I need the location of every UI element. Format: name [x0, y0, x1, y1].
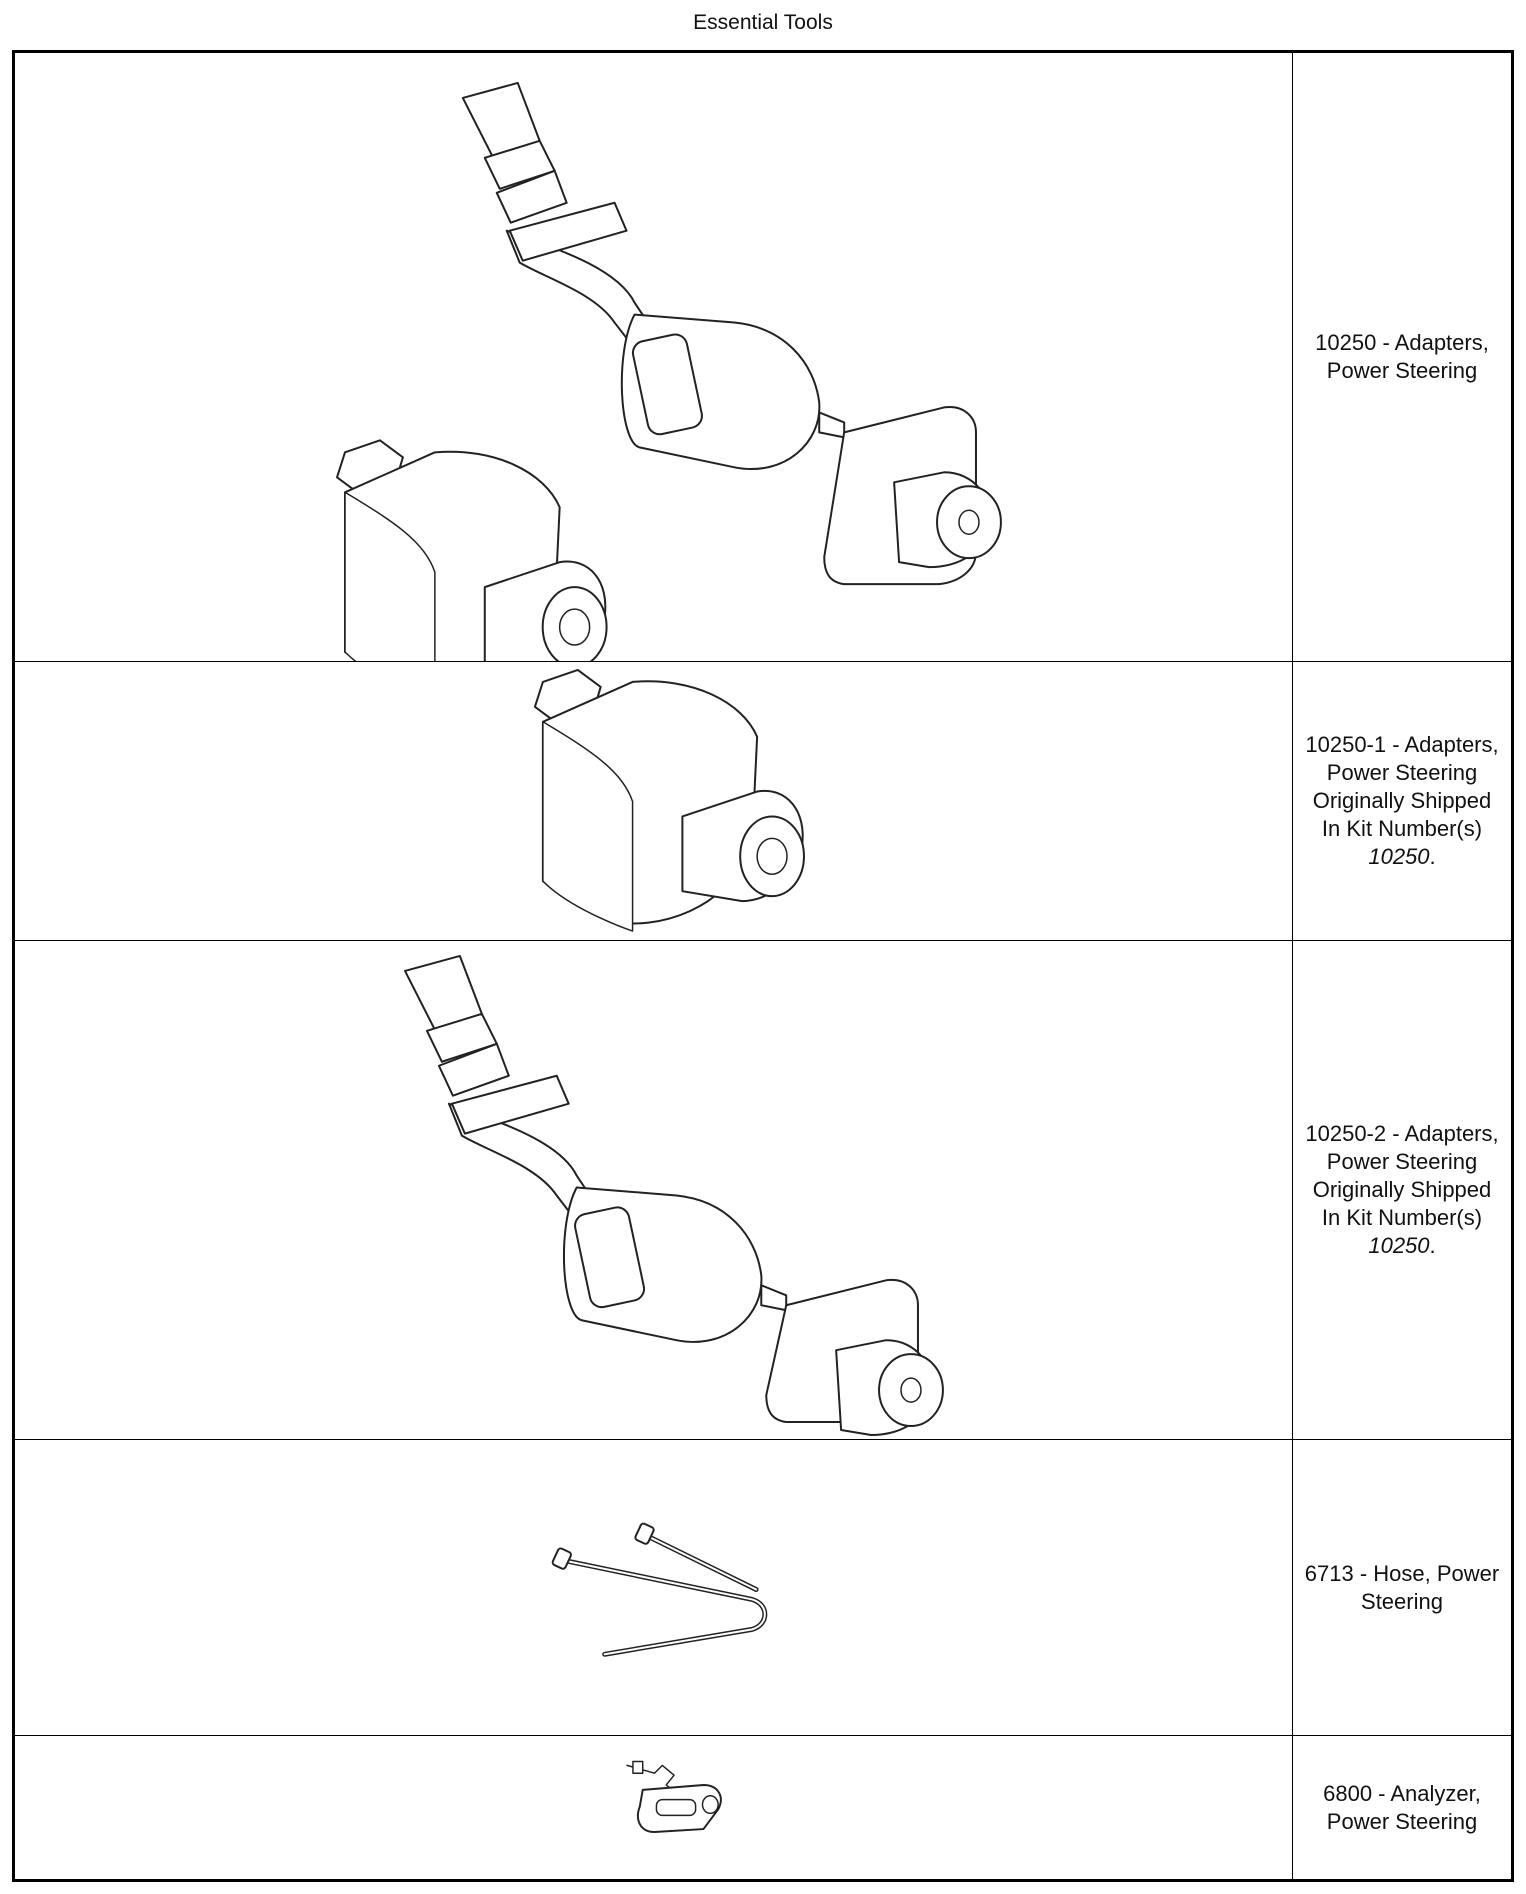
tool-category-line: Power Steering — [1326, 760, 1478, 785]
tool-image-cell — [15, 941, 1293, 1440]
angled-adapter-illustration — [404, 954, 944, 1437]
tool-kit-line: In Kit Number(s) — [1321, 816, 1483, 841]
tool-category-line: Power Steering — [1326, 1149, 1478, 1174]
tools-table: 10250 - Adapters, Power Steering 10250-1… — [12, 50, 1514, 1882]
tool-kit-reference: 10250. — [1305, 843, 1498, 871]
power-steering-adapters-pair-illustration — [336, 81, 1002, 661]
tool-description-cell: 10250-2 - Adapters, Power Steering Origi… — [1293, 941, 1511, 1440]
tool-name-line: 10250-2 - Adapters, — [1305, 1121, 1499, 1146]
tool-image-cell — [15, 662, 1293, 941]
hose-illustration — [551, 1522, 768, 1657]
tool-description-cell: 6713 - Hose, Power Steering — [1293, 1440, 1511, 1736]
tool-shipped-line: Originally Shipped — [1312, 1177, 1492, 1202]
tool-description-6800: 6800 - Analyzer, Power Steering — [1323, 1780, 1481, 1836]
tool-description-cell: 6800 - Analyzer, Power Steering — [1293, 1736, 1511, 1879]
tool-description-10250-1: 10250-1 - Adapters, Power Steering Origi… — [1305, 731, 1498, 871]
tool-name-line: 6713 - Hose, Power — [1304, 1560, 1500, 1586]
tool-description-10250-2: 10250-2 - Adapters, Power Steering Origi… — [1305, 1120, 1498, 1260]
tool-image-cell — [15, 53, 1293, 662]
tool-description-cell: 10250 - Adapters, Power Steering — [1293, 53, 1511, 662]
straight-adapter-illustration — [533, 668, 805, 932]
kit-number: 10250 — [1368, 844, 1430, 869]
tool-description-cell: 10250-1 - Adapters, Power Steering Origi… — [1293, 662, 1511, 941]
kit-number: 10250 — [1368, 1233, 1430, 1258]
tool-name-line: 6800 - Analyzer, — [1323, 1780, 1481, 1806]
tool-image-cell — [15, 1440, 1293, 1736]
tool-image-cell — [15, 1736, 1293, 1879]
tool-name-line: 10250-1 - Adapters, — [1305, 732, 1499, 757]
tool-kit-reference: 10250. — [1305, 1232, 1498, 1260]
tool-description-6713: 6713 - Hose, Power Steering — [1305, 1560, 1499, 1616]
tool-category-line: Steering — [1361, 1588, 1443, 1614]
tool-kit-line: In Kit Number(s) — [1321, 1205, 1483, 1230]
tool-shipped-line: Originally Shipped — [1312, 788, 1492, 813]
page-title: Essential Tools — [693, 11, 833, 34]
tool-name-line: 10250 - Adapters, — [1315, 330, 1489, 355]
kit-suffix: . — [1429, 1233, 1436, 1258]
analyzer-illustration — [626, 1760, 722, 1833]
tool-category-line: Power Steering — [1326, 1808, 1478, 1834]
tool-category-line: Power Steering — [1326, 358, 1478, 383]
tool-description-10250: 10250 - Adapters, Power Steering — [1315, 329, 1489, 385]
kit-suffix: . — [1429, 844, 1436, 869]
